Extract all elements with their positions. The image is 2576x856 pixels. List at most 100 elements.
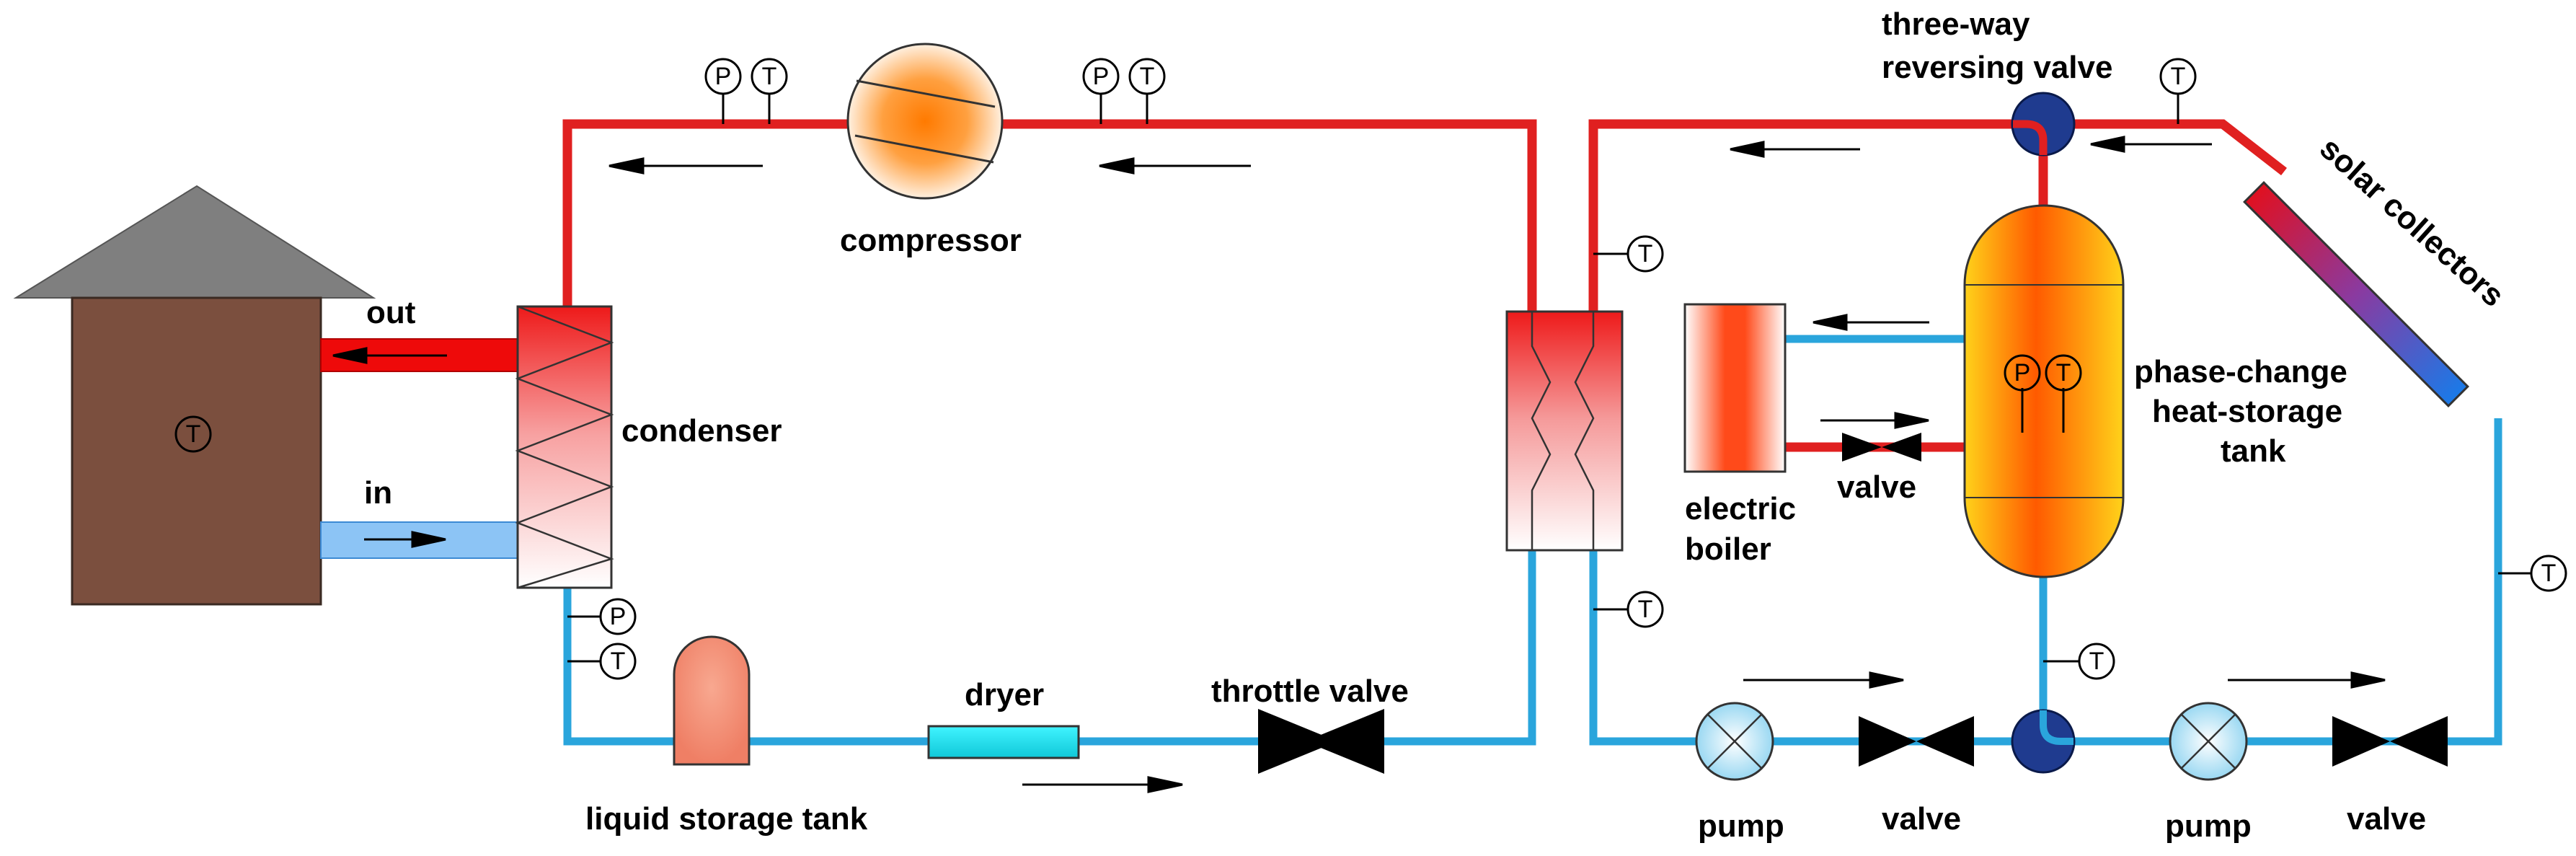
temperature-sensor-icon: T bbox=[1626, 235, 1664, 273]
valve-left-cone-b bbox=[1916, 716, 1974, 767]
temperature-sensor-icon: T bbox=[2045, 354, 2082, 392]
label-pump-left: pump bbox=[1698, 808, 1784, 844]
svg-text:T: T bbox=[1638, 240, 1653, 268]
label-three-way-line1: three-way bbox=[1882, 6, 2030, 42]
throttle-valve-left-cone bbox=[1258, 709, 1337, 774]
valve-right bbox=[2332, 716, 2448, 767]
valve-right-cone-a bbox=[2332, 716, 2390, 767]
liquid-storage-tank-body bbox=[673, 635, 751, 766]
electric-boiler bbox=[1683, 303, 1787, 473]
label-valve-left: valve bbox=[1882, 801, 1961, 837]
svg-text:T: T bbox=[186, 420, 201, 448]
temperature-sensor-icon: T bbox=[1128, 58, 1166, 95]
label-boiler-valve: valve bbox=[1837, 469, 1916, 505]
svg-text:P: P bbox=[1093, 63, 1110, 90]
flow-arrow-icon bbox=[2090, 136, 2212, 153]
flow-arrows bbox=[332, 136, 2386, 793]
svg-text:P: P bbox=[2014, 359, 2031, 387]
temperature-sensor-icon: T bbox=[1626, 591, 1664, 628]
plate-heat-exchanger bbox=[1505, 310, 1624, 552]
flow-arrow-icon bbox=[1730, 141, 1860, 158]
label-dryer: dryer bbox=[965, 677, 1044, 712]
compressor-body bbox=[846, 43, 1004, 200]
temperature-sensor-icon: T bbox=[2530, 555, 2567, 592]
pressure-gauge-icon: P bbox=[704, 58, 742, 95]
flow-arrow-icon bbox=[332, 347, 447, 364]
svg-text:T: T bbox=[1638, 596, 1653, 623]
dryer bbox=[927, 725, 1080, 759]
flow-arrow-icon bbox=[1022, 776, 1183, 793]
flow-arrow-icon bbox=[1820, 412, 1929, 429]
label-throttle-valve: throttle valve bbox=[1211, 674, 1409, 709]
liquid-storage-tank bbox=[673, 635, 751, 766]
hot-pipe-right-top bbox=[1588, 119, 2287, 312]
svg-text:T: T bbox=[2056, 359, 2071, 387]
heat-exchanger-channel-right bbox=[1574, 312, 1595, 550]
phase-change-tank-body bbox=[1963, 204, 2125, 578]
svg-text:T: T bbox=[2089, 648, 2104, 675]
heat-exchanger-body bbox=[1505, 310, 1624, 552]
flow-arrow-icon bbox=[1743, 671, 1904, 689]
boiler-valve-right-cone bbox=[1882, 433, 1921, 462]
boiler-valve bbox=[1842, 433, 1921, 462]
pressure-gauge-icon: P bbox=[2004, 354, 2041, 392]
house-roof bbox=[13, 185, 376, 299]
pump-right bbox=[2169, 702, 2248, 781]
hot-pipe-top-left bbox=[562, 119, 847, 306]
three-way-valve-bottom bbox=[2011, 709, 2076, 774]
temperature-sensor-icon: T bbox=[751, 58, 788, 95]
left-hot-loop bbox=[562, 119, 1537, 312]
valve-left-cone-a bbox=[1859, 716, 1916, 767]
temperature-sensor-icon: T bbox=[2078, 643, 2115, 680]
label-electric-boiler-line2: boiler bbox=[1685, 531, 1771, 567]
temperature-sensor-icon: T bbox=[174, 415, 212, 453]
pressure-gauge-icon: P bbox=[599, 598, 637, 635]
pump-left-cross-b bbox=[1707, 714, 1762, 769]
compressor bbox=[846, 43, 1004, 200]
label-compressor: compressor bbox=[840, 223, 1022, 258]
label-valve-right: valve bbox=[2347, 801, 2426, 837]
temperature-sensor-icon: T bbox=[2159, 58, 2197, 95]
condenser-coil bbox=[515, 305, 614, 589]
solar-collector bbox=[2243, 181, 2469, 407]
hot-pipe-top-right bbox=[999, 119, 1537, 312]
house bbox=[13, 185, 376, 606]
valve-right-cone-b bbox=[2390, 716, 2448, 767]
temperature-sensor-icon: T bbox=[599, 643, 637, 680]
heat-exchanger-channel-left bbox=[1531, 312, 1552, 550]
label-condenser: condenser bbox=[621, 413, 782, 449]
svg-text:T: T bbox=[2541, 560, 2557, 587]
label-in: in bbox=[364, 475, 392, 511]
condenser bbox=[515, 305, 614, 589]
label-liquid-storage-tank: liquid storage tank bbox=[585, 801, 868, 837]
svg-text:P: P bbox=[715, 63, 732, 90]
valve-left bbox=[1859, 716, 1974, 767]
label-pcm-line2: heat-storage bbox=[2152, 394, 2342, 429]
instruments bbox=[567, 94, 2531, 663]
flow-arrow-icon bbox=[364, 531, 446, 548]
pump-right-cross-b bbox=[2181, 714, 2236, 769]
svg-text:T: T bbox=[2171, 63, 2186, 90]
svg-text:T: T bbox=[1140, 63, 1155, 90]
label-electric-boiler-line1: electric bbox=[1685, 491, 1796, 526]
label-pump-right: pump bbox=[2165, 808, 2252, 844]
flow-arrow-icon bbox=[1099, 157, 1251, 175]
svg-text:P: P bbox=[610, 603, 627, 630]
phase-change-heat-storage-tank bbox=[1963, 204, 2125, 578]
flow-arrow-icon bbox=[2228, 671, 2386, 689]
pump-left bbox=[1695, 702, 1774, 781]
pressure-gauge-icon: P bbox=[1082, 58, 1120, 95]
boiler-valve-left-cone bbox=[1842, 433, 1882, 462]
flow-arrow-icon bbox=[608, 157, 763, 175]
three-way-valve-bottom-passage bbox=[2040, 710, 2073, 745]
throttle-valve bbox=[1258, 709, 1384, 774]
svg-text:T: T bbox=[611, 648, 626, 675]
label-pcm-line3: tank bbox=[2221, 433, 2286, 469]
svg-text:T: T bbox=[762, 63, 777, 90]
throttle-valve-right-cone bbox=[1305, 709, 1384, 774]
gauge-heads: P T P T T T T bbox=[174, 58, 2567, 680]
three-way-reversing-valve-top bbox=[2011, 92, 2076, 156]
label-three-way-line2: reversing valve bbox=[1882, 50, 2112, 85]
compressor-blade-top bbox=[856, 79, 996, 108]
